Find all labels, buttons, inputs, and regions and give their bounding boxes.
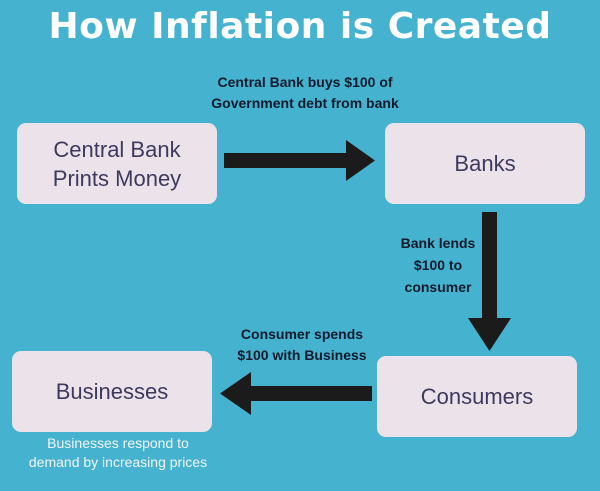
businesses-note-line1: Businesses respond to [47,435,189,451]
edge-label-cb-to-banks: Central Bank buys $100 of Government deb… [170,72,440,114]
edge-label-consumers-to-businesses-line1: Consumer spends [240,326,364,342]
diagram-title: How Inflation is Created [48,6,552,47]
node-central-bank-line1: Central Bank [53,136,181,162]
edge-label-banks-to-consumers-line2: $100 to [413,257,463,273]
edge-label-consumers-to-businesses-line2: $100 with Business [237,347,367,363]
edge-label-banks-to-consumers: Bank lends $100 to consumer [388,232,488,298]
node-central-bank: Central Bank Prints Money [17,123,217,204]
node-central-bank-line2: Prints Money [52,165,182,191]
businesses-note: Businesses respond to demand by increasi… [0,434,236,472]
node-banks-label: Banks [454,151,516,176]
node-consumers-label: Consumers [420,384,534,409]
edge-label-cb-to-banks-line2: Government debt from bank [211,95,399,111]
edge-label-banks-to-consumers-line3: consumer [404,279,472,295]
node-consumers: Consumers [377,356,577,437]
node-businesses-label: Businesses [55,379,169,404]
edge-label-banks-to-consumers-line1: Bank lends [400,235,476,251]
arrow-cb-to-banks [224,140,375,181]
businesses-note-line2: demand by increasing prices [28,454,208,470]
edge-label-cb-to-banks-line1: Central Bank buys $100 of [217,74,393,90]
arrow-consumers-to-businesses [220,372,372,415]
node-businesses: Businesses [12,351,212,432]
node-banks: Banks [385,123,585,204]
edge-label-consumers-to-businesses: Consumer spends $100 with Business [222,324,382,366]
arrow-banks-to-consumers [468,212,511,351]
